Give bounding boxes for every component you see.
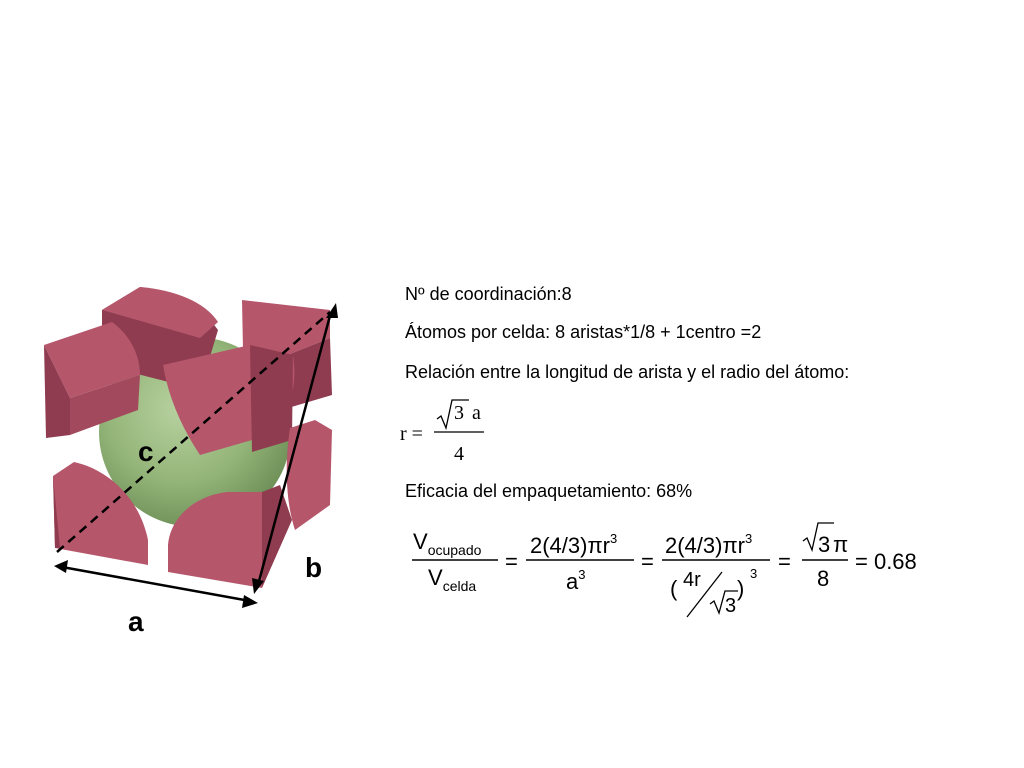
label-c: c [138,436,154,467]
corner-atom-front-bottom-left [53,462,148,565]
equals-1: = [505,549,518,574]
formula-radius: r = 3 a 4 [400,399,484,465]
sqrt-sign-icon-3 [802,522,834,553]
corner-atom-front-top-left [44,322,140,438]
corner-atom-front-bottom-right [168,485,292,588]
fraction-3-sqrt3: 3 [725,595,736,617]
atoms-per-cell: Átomos por celda: 8 aristas*1/8 + 1centr… [405,322,762,342]
v-ocupado: Vocupado [413,529,482,558]
formula-r-den: 4 [454,443,464,465]
result: = 0.68 [855,549,917,574]
formula-r-num-3: 3 [454,402,464,424]
fraction-3-open-paren: ( [670,576,678,601]
body-diagonal-c [56,311,331,553]
sqrt-sign-icon [436,399,469,431]
sqrt-sign-icon-2 [709,590,738,615]
v-celda: Vcelda [428,565,476,594]
fraction-2-numerator: 2(4/3)πr3 [530,531,617,558]
fraction-4-den: 8 [817,566,829,591]
edge-radius-relation: Relación entre la longitud de arista y e… [405,362,850,382]
fraction-3-close-paren: ) [737,576,744,601]
fraction-3-4r: 4r [683,569,701,591]
edge-a [54,560,258,608]
equals-2: = [641,549,654,574]
packing-efficiency: Eficacia del empaquetamiento: 68% [405,481,693,501]
fraction-3-numerator: 2(4/3)πr3 [665,531,752,558]
label-a: a [128,606,144,637]
fraction-4-num-3: 3 [818,532,830,557]
fraction-2-denominator: a3 [566,567,585,594]
face-diagonal-b [252,303,338,594]
formula-efficiency: Vocupado Vcelda = 2(4/3)πr3 a3 = 2(4/3)π… [412,522,917,618]
label-b: b [305,552,322,583]
fraction-4-num-pi: π [833,532,848,557]
corner-atom-back-bottom-right [286,420,332,530]
equals-3: = [778,549,791,574]
coordination-number: Nº de coordinación:8 [405,284,572,304]
formula-r-num-a: a [472,402,481,424]
fraction-3-den-exp: 3 [750,566,757,581]
slash-line [686,571,723,618]
formula-r-lhs: r = [400,423,423,445]
